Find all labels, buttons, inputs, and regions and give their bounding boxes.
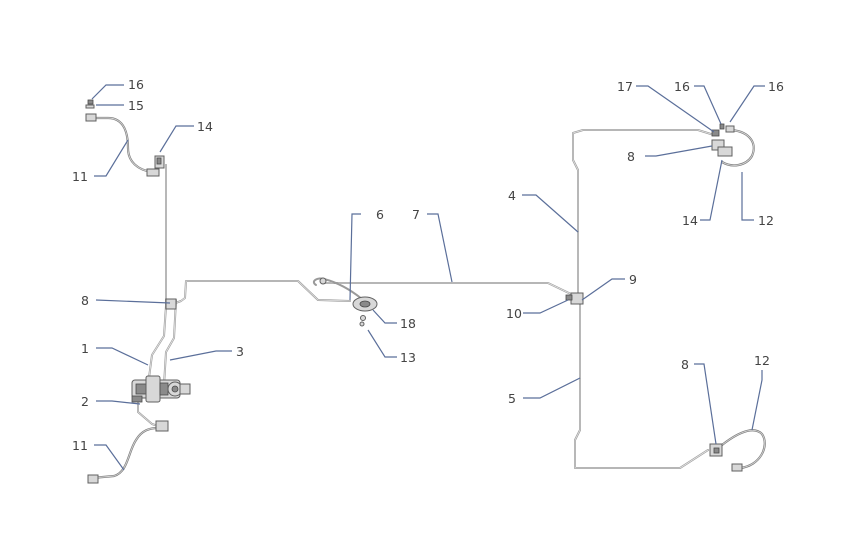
- union-fitting-left-upper: [146, 168, 160, 177]
- callout-11-upper: 11: [72, 169, 88, 184]
- brake-pipes: [137, 129, 715, 469]
- callout-8-left: 8: [81, 293, 89, 308]
- callout-9: 9: [629, 272, 637, 287]
- screw-13: [360, 315, 366, 321]
- bleed-screw-16-left: [87, 99, 94, 105]
- callout-7: 7: [412, 207, 420, 222]
- hose-12-lower: [714, 429, 766, 470]
- callout-16-left: 16: [128, 77, 144, 92]
- callout-6: 6: [376, 207, 384, 222]
- junction-9: [570, 292, 584, 305]
- bracket-14-right: [717, 146, 733, 157]
- banjo-fitting-left-lower: [87, 474, 99, 484]
- callout-5: 5: [508, 391, 516, 406]
- callout-14-right: 14: [682, 213, 698, 228]
- bleed-screw-16-right-a: [719, 123, 725, 130]
- tee-8-left: [165, 298, 177, 310]
- pipe-main-trunk: [169, 280, 351, 306]
- master-cylinder: [131, 375, 191, 403]
- components: [85, 99, 743, 484]
- callout-12-upper: 12: [758, 213, 774, 228]
- washer-15: [85, 104, 95, 109]
- callout-4: 4: [508, 188, 516, 203]
- brake-hoses: [88, 116, 766, 480]
- callout-12-lower: 12: [754, 353, 770, 368]
- bolt-10: [565, 294, 573, 301]
- callout-10: 10: [506, 306, 522, 321]
- valve-6: [319, 277, 327, 285]
- pipe-rear-trunk: [322, 282, 574, 296]
- callout-8-right-upper: 8: [627, 149, 635, 164]
- callout-17: 17: [617, 79, 633, 94]
- callout-1: 1: [81, 341, 89, 356]
- callout-18: 18: [400, 316, 416, 331]
- callout-13: 13: [400, 350, 416, 365]
- hose-11-upper: [88, 116, 154, 174]
- hose-11-lower: [90, 426, 160, 480]
- callout-16-right-a: 16: [674, 79, 690, 94]
- callout-8-right-lower: 8: [681, 357, 689, 372]
- callout-15: 15: [128, 98, 144, 113]
- callout-11-lower: 11: [72, 438, 88, 453]
- callout-14-left: 14: [197, 119, 213, 134]
- bleed-screw-16-right-b: [725, 125, 735, 133]
- union-fitting-left-lower: [155, 420, 169, 432]
- union-fitting-right-lower: [731, 463, 743, 472]
- callout-3: 3: [236, 344, 244, 359]
- callout-16-right-b: 16: [768, 79, 784, 94]
- banjo-fitting-left-upper: [85, 113, 97, 122]
- fitting-17: [711, 129, 720, 137]
- pipe-1: [147, 305, 167, 386]
- callout-2: 2: [81, 394, 89, 409]
- leader-lines: [91, 84, 765, 471]
- callout-labels: 16 15 14 11 8 1 3 2 11 6 7 18 13 4 9 10 …: [72, 77, 784, 453]
- pipe-5: [574, 304, 709, 469]
